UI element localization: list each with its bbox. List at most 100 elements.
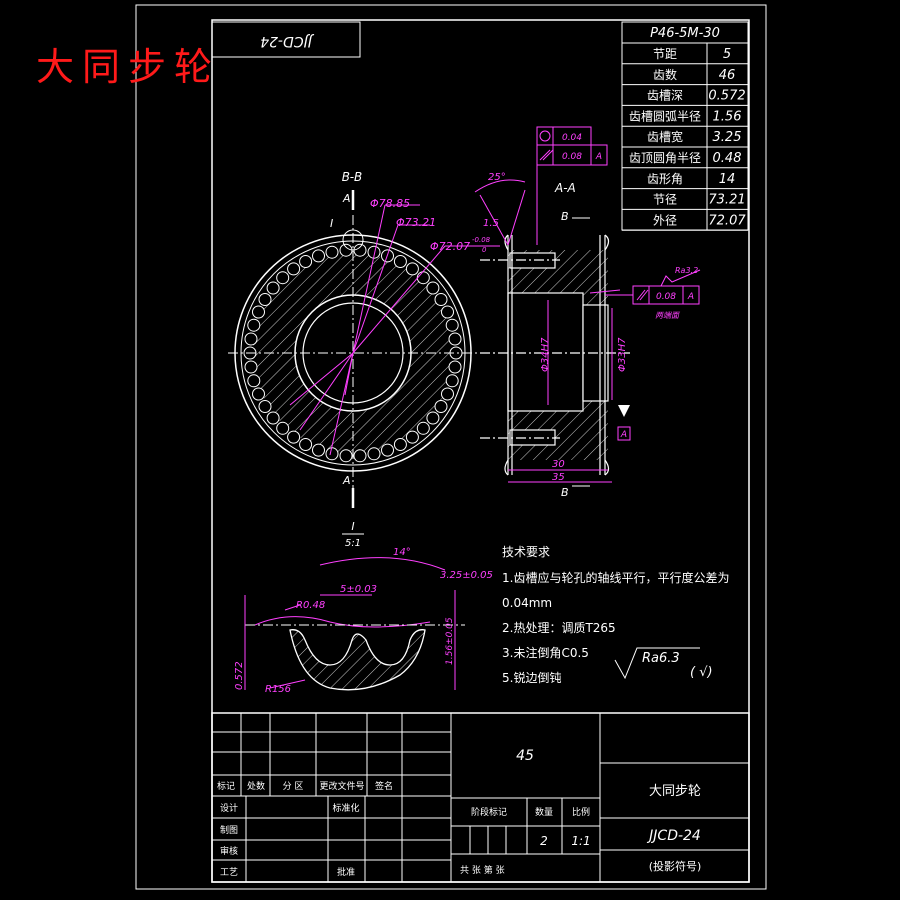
gear-tooth xyxy=(258,400,272,413)
title-block xyxy=(211,712,750,883)
gear-tooth xyxy=(252,387,265,401)
note-item: 3.未注倒角C0.5 xyxy=(502,645,589,660)
detail-depth: 0.572 xyxy=(234,661,245,690)
detail-h: 1.56±0.05 xyxy=(445,617,455,665)
roughness-paren: ( √) xyxy=(690,665,713,680)
param-label: 节径 xyxy=(653,193,677,207)
gdt-parallel: 0.08 xyxy=(562,152,582,162)
gear-tooth xyxy=(299,438,313,451)
tb-approve: 批准 xyxy=(337,866,355,878)
gear-tooth xyxy=(287,262,301,276)
cut-b-bottom: B xyxy=(561,486,569,499)
gear-tooth xyxy=(266,411,280,425)
note-item: 1.齿槽应与轮孔的轴线平行，平行度公差为 xyxy=(502,570,729,585)
gear-tooth xyxy=(325,447,339,461)
gear-tooth xyxy=(244,332,258,346)
detail-label: I xyxy=(351,520,354,533)
tb-draw: 制图 xyxy=(220,824,238,836)
detail-slot: 3.25±0.05 xyxy=(440,570,493,581)
angle-25: 25° xyxy=(488,172,506,183)
gear-tooth xyxy=(434,293,448,306)
gear-tooth xyxy=(393,255,407,268)
gear-tooth xyxy=(441,387,454,401)
inner-frame xyxy=(211,19,750,883)
gear-tooth xyxy=(426,411,440,425)
revision-label: 更改文件号 xyxy=(319,780,364,792)
side-view xyxy=(480,234,630,476)
param-label: 外径 xyxy=(653,213,677,227)
revision-label: 处数 xyxy=(247,780,265,792)
material: 45 xyxy=(516,748,534,764)
gear-tooth xyxy=(445,374,459,388)
projection-label: (投影符号) xyxy=(649,859,702,873)
param-value: 46 xyxy=(719,68,736,83)
gear-tooth xyxy=(266,281,280,295)
bore-dim: Φ34H7 xyxy=(540,337,551,372)
revision-label: 标记 xyxy=(217,780,235,792)
note-item: 0.04mm xyxy=(502,596,552,610)
detail-r2: R156 xyxy=(265,684,291,695)
gear-tooth xyxy=(244,360,258,374)
gear-tooth xyxy=(287,430,301,444)
gear-tooth xyxy=(339,449,353,463)
detail-view xyxy=(245,616,465,691)
roughness: Ra6.3 xyxy=(642,651,680,666)
gear-tooth xyxy=(381,443,394,457)
gear-tooth xyxy=(353,243,367,257)
gear-tooth xyxy=(434,400,448,413)
note-item: 2.热处理：调质T265 xyxy=(502,621,616,635)
revision-label: 分 区 xyxy=(283,781,304,792)
tb-scale: 1:1 xyxy=(571,834,590,848)
param-value: 3.25 xyxy=(713,130,742,145)
detail-mark: I xyxy=(330,217,333,230)
gdt-flatness: 0.04 xyxy=(562,133,582,143)
outer-frame xyxy=(135,4,767,890)
param-value: 72.07 xyxy=(708,213,746,228)
tb-process: 工艺 xyxy=(220,867,238,878)
gear-tooth xyxy=(312,443,325,457)
gear-tooth xyxy=(367,447,381,461)
gear-tooth xyxy=(258,293,272,306)
gear-tooth xyxy=(339,243,353,257)
len-35: 35 xyxy=(552,472,565,483)
gear-tooth xyxy=(441,305,454,319)
detail-scale: 5:1 xyxy=(345,538,361,549)
dim-d2: Φ73.21 xyxy=(396,216,436,229)
param-label: 齿槽宽 xyxy=(647,129,683,144)
detail-pitch: 5±0.03 xyxy=(340,584,377,595)
bb-section-label: B-B xyxy=(342,170,363,184)
watermark-title: 大同步轮 xyxy=(36,45,221,89)
param-value: 73.21 xyxy=(708,193,745,208)
datum-a: A xyxy=(620,430,627,440)
notes-list: 1.齿槽应与轮孔的轴线平行，平行度公差为 0.04mm 2.热处理：调质T265 3.… xyxy=(502,570,729,685)
tol-dn: 0 xyxy=(482,246,487,254)
gear-tooth xyxy=(416,421,430,435)
cut-a-bottom: A xyxy=(342,474,351,487)
note-item: 5.锐边倒钝 xyxy=(502,671,561,685)
gdt-datum: A xyxy=(595,152,602,162)
gear-tooth xyxy=(247,318,261,332)
gdt-side-note: 两端面 xyxy=(655,311,681,320)
param-label: 齿数 xyxy=(653,67,677,82)
tb-stage: 阶段标记 xyxy=(471,806,507,818)
gear-tooth xyxy=(445,318,459,332)
gear-tooth xyxy=(247,374,261,388)
gear-tooth xyxy=(426,281,440,295)
tb-design: 设计 xyxy=(220,802,238,814)
tb-qty: 2 xyxy=(540,834,548,848)
gear-tooth xyxy=(312,249,325,263)
detail-circle xyxy=(342,229,364,251)
stamp-box xyxy=(211,21,361,58)
cut-a-top: A xyxy=(342,192,351,205)
detail-r1: R0.48 xyxy=(296,600,325,611)
gear-tooth xyxy=(276,421,290,435)
gdt-perp-datum: A xyxy=(687,292,694,302)
param-label: 齿槽圆弧半径 xyxy=(629,109,701,123)
param-label: 节距 xyxy=(653,47,677,61)
tb-std: 标准化 xyxy=(332,802,359,814)
stamp-code: JJCD-24 xyxy=(260,33,315,49)
len-30: 30 xyxy=(552,459,565,470)
revision-label: 签名 xyxy=(375,780,393,792)
